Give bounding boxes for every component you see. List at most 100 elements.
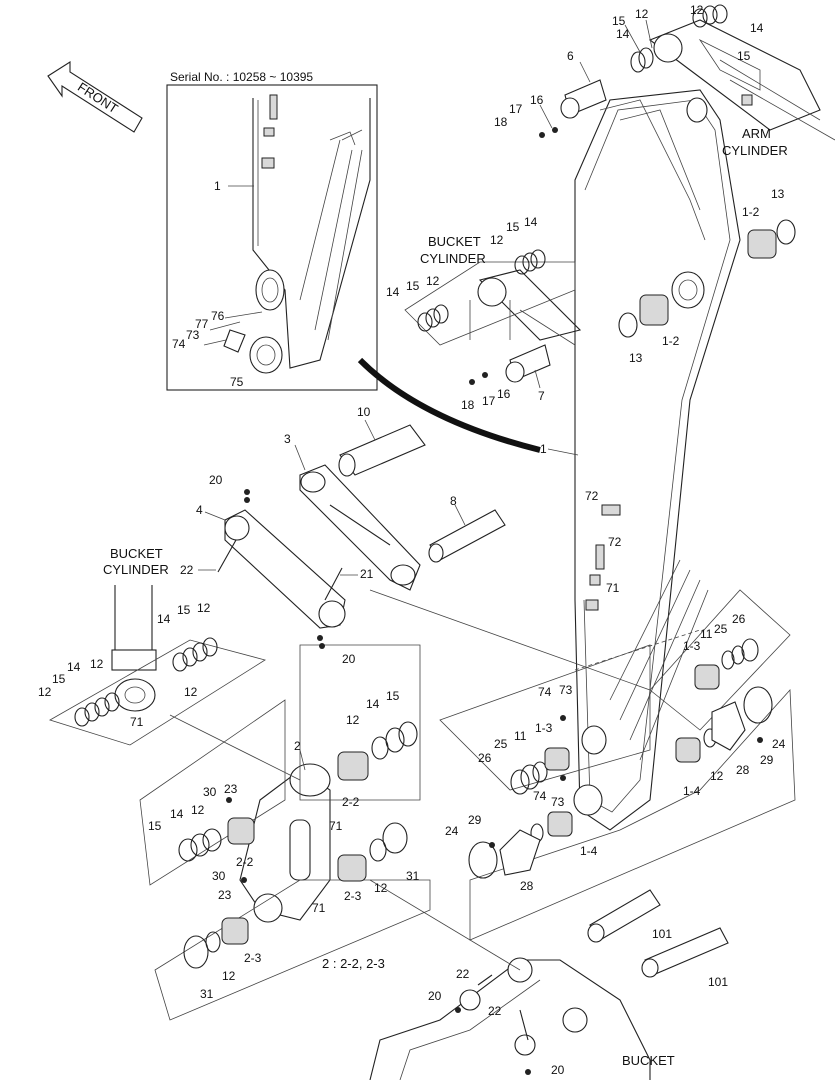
main-arm <box>573 89 741 831</box>
part-label: 7 <box>538 389 545 403</box>
serial-note: Serial No. : 10258 ~ 10395 <box>170 70 313 84</box>
part-label: 1 <box>214 179 221 193</box>
part-label: 1-4 <box>683 784 701 798</box>
part-label: 1-4 <box>580 844 598 858</box>
part-label: 73 <box>186 328 200 342</box>
bucket-cylinder-top-caption-1: BUCKET <box>428 234 481 249</box>
part-label: 15 <box>506 220 520 234</box>
part-label: 20 <box>342 652 356 666</box>
part-label: 1-3 <box>683 639 701 653</box>
part-label: 24 <box>445 824 459 838</box>
part-label: 1-2 <box>742 205 760 219</box>
part-label: 11 <box>514 729 527 743</box>
part-label: 29 <box>468 813 482 827</box>
part-label: 17 <box>509 102 523 116</box>
part-label: 31 <box>200 987 214 1001</box>
part-label: 22 <box>456 967 470 981</box>
arm-cylinder-caption-2: CYLINDER <box>722 143 788 158</box>
part-label: 71 <box>312 901 326 915</box>
part-label: 71 <box>606 581 620 595</box>
part-label: 17 <box>482 394 496 408</box>
part-label: 18 <box>461 398 475 412</box>
part-label: 15 <box>148 819 162 833</box>
rings <box>74 4 796 969</box>
part-label: 14 <box>170 807 184 821</box>
part-label: 74 <box>538 685 552 699</box>
link-3 <box>299 464 421 591</box>
bucket-cylinder-top <box>469 269 582 341</box>
part-label: 75 <box>230 375 244 389</box>
part-label: 12 <box>222 969 236 983</box>
part-label: 16 <box>530 93 544 107</box>
part-label: 76 <box>211 309 225 323</box>
part-label: 12 <box>710 769 724 783</box>
part-label: 23 <box>224 782 238 796</box>
part-label: 1-3 <box>535 721 553 735</box>
part-label: 14 <box>386 285 400 299</box>
part-label: 77 <box>195 317 209 331</box>
part-label: 21 <box>360 567 374 581</box>
part-label: 2-3 <box>244 951 262 965</box>
part-label: 71 <box>130 715 144 729</box>
part-label: 6 <box>567 49 574 63</box>
part-label: 31 <box>406 869 420 883</box>
arm-cylinder-caption-1: ARM <box>742 126 771 141</box>
part-label: 12 <box>90 657 104 671</box>
part-label: 12 <box>490 233 504 247</box>
part-label: 101 <box>708 975 728 989</box>
axis-lines <box>169 309 701 971</box>
part-label: 3 <box>284 432 291 446</box>
part-label: 2-2 <box>342 795 360 809</box>
part-label: 26 <box>732 612 746 626</box>
part-label: 15 <box>52 672 66 686</box>
part-label: 2-3 <box>344 889 362 903</box>
leader-lines <box>198 19 653 771</box>
part-label: 12 <box>184 685 198 699</box>
bucket-cylinder-left-caption-1: BUCKET <box>110 546 163 561</box>
inset-serial-box: Serial No. : 10258 ~ 10395 <box>166 70 378 391</box>
part-label: 12 <box>191 803 205 817</box>
part-label: 14 <box>67 660 81 674</box>
bucket-cylinder-left <box>111 585 157 712</box>
part-label: 16 <box>497 387 511 401</box>
part-label: 20 <box>551 1063 565 1077</box>
arm-cylinder <box>648 19 835 141</box>
part-label: 15 <box>406 279 420 293</box>
bucket-cylinder-left-caption-2: CYLINDER <box>103 562 169 577</box>
part-label: 1-2 <box>662 334 680 348</box>
fasteners <box>217 127 763 1075</box>
part-label: 101 <box>652 927 672 941</box>
part-labels: 1 1 1-2 1-2 1-3 1-3 1-4 1-4 2 2-2 2-2 2-… <box>38 3 786 1077</box>
link-4 <box>224 509 346 629</box>
part-label: 22 <box>488 1004 502 1018</box>
part-label: 23 <box>218 888 232 902</box>
part-label: 8 <box>450 494 457 508</box>
part-label: 71 <box>329 819 343 833</box>
part-label: 13 <box>771 187 785 201</box>
part-label: 15 <box>737 49 751 63</box>
part-label: 14 <box>366 697 380 711</box>
part-label: 12 <box>635 7 649 21</box>
part-label: 12 <box>197 601 211 615</box>
part-label: 2 <box>294 739 301 753</box>
front-arrow: FRONT <box>47 60 143 133</box>
part-label: 12 <box>426 274 440 288</box>
part-label: 73 <box>559 683 573 697</box>
part-label: 28 <box>736 763 750 777</box>
part-label: 11 <box>700 627 713 641</box>
part-label: 30 <box>212 869 226 883</box>
part-label: 73 <box>551 795 565 809</box>
part-label: 10 <box>357 405 371 419</box>
part-label: 4 <box>196 503 203 517</box>
part-label: 15 <box>177 603 191 617</box>
pins <box>338 79 607 563</box>
part-label: 29 <box>760 753 774 767</box>
part-label: 74 <box>172 337 186 351</box>
part-label: 26 <box>478 751 492 765</box>
part-label: 74 <box>533 789 547 803</box>
part-label: 14 <box>524 215 538 229</box>
bucket <box>369 957 651 1080</box>
part-label: 12 <box>346 713 360 727</box>
